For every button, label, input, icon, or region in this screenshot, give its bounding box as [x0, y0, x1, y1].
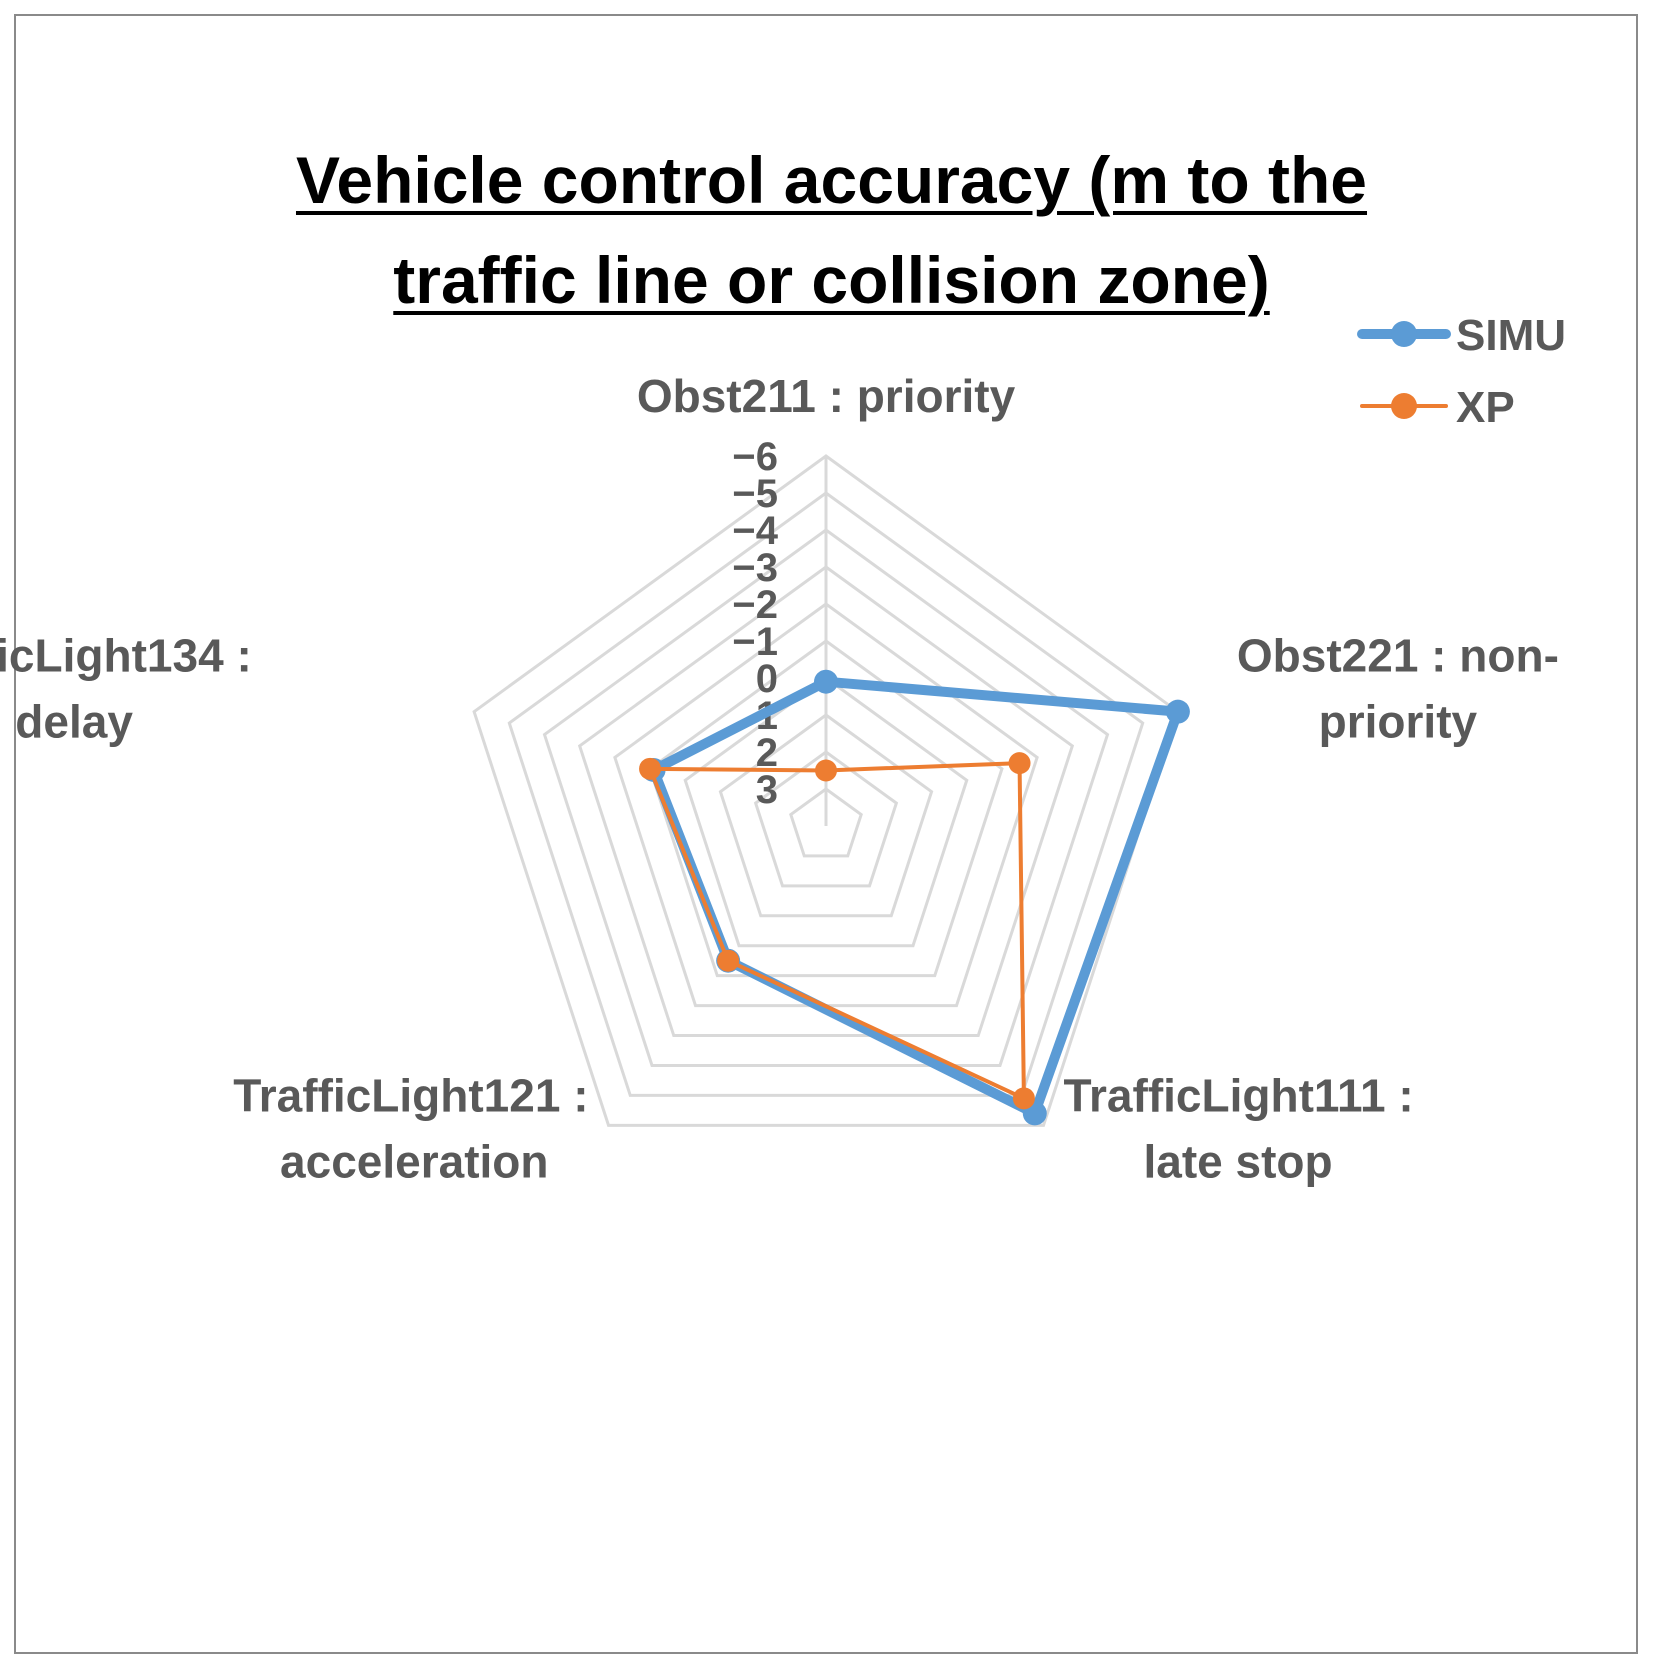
- radial-tick-label: −6: [732, 435, 778, 479]
- series-line-xp: [648, 761, 1026, 1101]
- category-label-line: priority: [1319, 696, 1478, 748]
- grid-ring: [789, 787, 863, 858]
- radial-tick-label: 3: [756, 768, 778, 812]
- radial-tick-label: −5: [732, 472, 778, 516]
- radial-tick-label: −2: [732, 583, 778, 627]
- category-label-line: Obst221 : non-: [1237, 630, 1559, 682]
- data-point-simu: [1165, 699, 1190, 724]
- category-label: Obst211 : priority: [637, 370, 1016, 422]
- legend-marker-simu: [1391, 321, 1417, 347]
- data-point-simu: [814, 669, 838, 694]
- category-label-line: late stop: [1143, 1135, 1332, 1187]
- chart-frame: [14, 14, 1638, 1654]
- legend: SIMU XP: [1357, 311, 1566, 432]
- legend-marker-xp: [1391, 393, 1417, 419]
- grid-ring: [577, 565, 1075, 1038]
- series-line-simu: [648, 676, 1183, 1119]
- data-point-xp: [717, 949, 740, 972]
- data-point-xp: [639, 757, 662, 780]
- chart-title-line-1: Vehicle control accuracy (m to the: [295, 143, 1368, 217]
- radar-grid: [472, 454, 1180, 1127]
- category-label-line: TrafficLight111 :: [1063, 1069, 1413, 1121]
- grid-ring: [683, 676, 969, 948]
- data-point-xp: [815, 759, 837, 782]
- category-label-line: delay: [15, 696, 133, 748]
- category-label-line: TrafficLight134 :: [0, 630, 252, 682]
- category-label-line: acceleration: [280, 1135, 548, 1187]
- radial-tick-label: 0: [756, 657, 778, 701]
- radial-tick-label: −4: [732, 509, 778, 553]
- grid-ring: [753, 750, 899, 888]
- data-point-xp: [1008, 752, 1031, 775]
- grid-ring: [648, 639, 1004, 978]
- grid-ring: [472, 454, 1180, 1127]
- category-label-line: Obst211 : priority: [637, 370, 1016, 422]
- category-label-line: TrafficLight121 :: [233, 1069, 588, 1121]
- legend-label-simu: SIMU: [1456, 311, 1566, 360]
- grid-ring: [718, 713, 934, 918]
- category-label: TrafficLight111 : late stop: [1063, 1069, 1413, 1187]
- category-label: TrafficLight134 : delay: [0, 630, 252, 748]
- legend-label-xp: XP: [1456, 383, 1515, 432]
- grid-ring: [507, 491, 1145, 1097]
- category-label: Obst221 : non-priority: [1237, 630, 1559, 748]
- chart-title-line-2: traffic line or collision zone): [393, 243, 1270, 317]
- category-label: TrafficLight121 : acceleration: [233, 1069, 588, 1187]
- radial-tick-label: 2: [756, 731, 778, 775]
- radial-tick-label: −1: [732, 620, 778, 664]
- chart-title: Vehicle control accuracy (m to the traff…: [0, 130, 1663, 330]
- series-layer: [639, 669, 1190, 1126]
- data-point-xp: [1012, 1087, 1035, 1110]
- radial-tick-label: −3: [732, 546, 778, 590]
